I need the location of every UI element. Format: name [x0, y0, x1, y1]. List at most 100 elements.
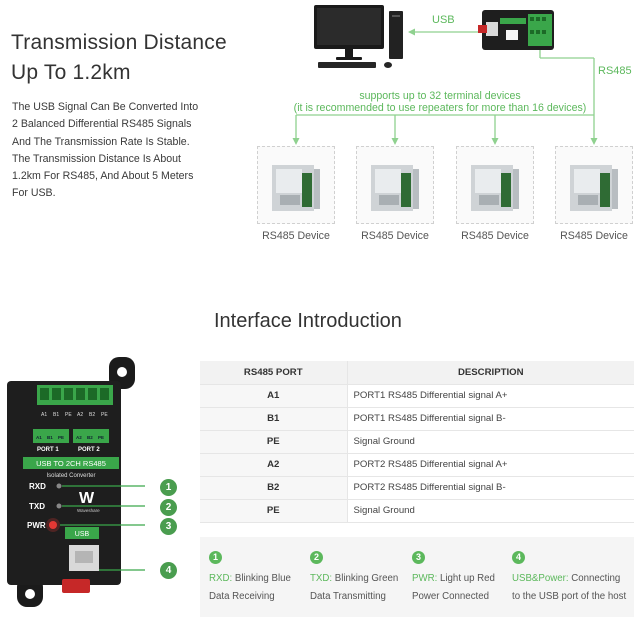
description-line: 1.2km For RS485, And About 5 Meters: [12, 170, 194, 183]
table-row: B1 PORT1 RS485 Differential signal B-: [200, 406, 634, 431]
terminal-label: PE: [65, 412, 72, 418]
legend-text: TXD: Blinking Green Data Transmitting: [310, 570, 415, 605]
legend-item-txd: 2 TXD: Blinking Green Data Transmitting: [310, 551, 415, 605]
legend-number: 1: [209, 551, 222, 564]
rs485-device-label: RS485 Device: [461, 230, 529, 242]
port1-label: PORT 1: [37, 447, 59, 453]
table-cell-description: PORT1 RS485 Differential signal B-: [346, 406, 634, 431]
terminal-label: PE: [101, 412, 108, 418]
port-pin-label: B2: [87, 435, 93, 440]
interface-table: RS485 PORT DESCRIPTION A1 PORT1 RS485 Di…: [200, 361, 634, 523]
terminal-label: B1: [53, 412, 59, 418]
rs485-device-icon: [371, 165, 419, 211]
rs485-device-image: [356, 146, 434, 224]
port2-label: PORT 2: [78, 447, 100, 453]
legend-line: to the USB port of the host: [512, 590, 627, 602]
legend-item-usb-power: 4 USB&Power: Connecting to the USB port …: [512, 551, 630, 605]
rs485-device-image: [555, 146, 633, 224]
rs485-device-icon: [570, 165, 618, 211]
support-note-line: (it is recommended to use repeaters for …: [293, 102, 587, 114]
description-line: 2 Balanced Differential RS485 Signals: [12, 118, 192, 131]
legend-line: Connecting: [571, 573, 621, 584]
legend-line: Power Connected: [412, 590, 490, 602]
main-description: The USB Signal Can Be Converted Into 2 B…: [12, 99, 217, 203]
description-line: The USB Signal Can Be Converted Into: [12, 101, 199, 113]
support-note: supports up to 32 terminal devices (it i…: [240, 90, 640, 114]
converter-board-image: A1 B1 PE A2 B2 PE A1 B1 PE A2 B2 PE PORT…: [7, 357, 145, 607]
legend-line: Light up Red: [440, 573, 495, 584]
callout-marker-1: 1: [160, 479, 177, 496]
legend-number: 4: [512, 551, 525, 564]
legend-key: RXD:: [209, 573, 233, 584]
topology-lines: [292, 28, 598, 145]
usb-port-label: USB: [75, 531, 90, 538]
table-cell-port: B2: [200, 475, 347, 500]
main-title: Transmission Distance Up To 1.2km: [11, 28, 251, 88]
txd-led-icon: [56, 503, 62, 509]
table-cell-description: Signal Ground: [346, 429, 634, 454]
pwr-led-icon: [49, 521, 57, 529]
table-header-description: DESCRIPTION: [346, 361, 634, 385]
table-cell-port: A1: [200, 383, 347, 408]
support-note-line: supports up to 32 terminal devices: [359, 90, 521, 102]
callout-marker-3: 3: [160, 518, 177, 535]
port-pin-label: PE: [58, 435, 64, 440]
rxd-led-icon: [56, 483, 62, 489]
table-cell-description: PORT2 RS485 Differential signal A+: [346, 452, 634, 477]
usb-link-label: USB: [432, 14, 455, 26]
table-cell-description: Signal Ground: [346, 498, 634, 523]
legend-panel: [200, 537, 634, 617]
main-title-line-2: Up To 1.2km: [11, 61, 131, 84]
terminal-label: B2: [89, 412, 95, 418]
board-product-label: USB TO 2CH RS485: [36, 459, 106, 468]
terminal-label: A2: [77, 412, 83, 418]
converter-device-icon: [478, 10, 554, 50]
terminal-label: A1: [41, 412, 47, 418]
legend-number: 2: [310, 551, 323, 564]
led-label-rxd: RXD: [29, 482, 46, 491]
callout-marker-2: 2: [160, 499, 177, 516]
table-row: B2 PORT2 RS485 Differential signal B-: [200, 475, 634, 500]
port-pin-label: B1: [47, 435, 53, 440]
table-row: A1 PORT1 RS485 Differential signal A+: [200, 383, 634, 408]
rs485-device-label: RS485 Device: [560, 230, 628, 242]
legend-text: USB&Power: Connecting to the USB port of…: [512, 570, 630, 605]
rs485-link-label: RS485: [598, 65, 632, 77]
table-cell-description: PORT1 RS485 Differential signal A+: [346, 383, 634, 408]
table-cell-port: B1: [200, 406, 347, 431]
legend-number: 3: [412, 551, 425, 564]
legend-line: Blinking Green: [334, 573, 399, 584]
main-title-line-1: Transmission Distance: [11, 31, 227, 54]
description-line: For USB.: [12, 187, 56, 200]
legend-line: Data Transmitting: [310, 590, 386, 602]
table-cell-port: PE: [200, 498, 347, 523]
table-row: A2 PORT2 RS485 Differential signal A+: [200, 452, 634, 477]
port-pin-label: A1: [36, 435, 42, 440]
legend-text: RXD: Blinking Blue Data Receiving: [209, 570, 314, 605]
table-header-row: RS485 PORT DESCRIPTION: [200, 361, 634, 385]
description-line: And The Transmission Rate Is Stable.: [12, 135, 190, 148]
brand-label: Waveshare: [77, 508, 100, 513]
table-cell-description: PORT2 RS485 Differential signal B-: [346, 475, 634, 500]
legend-key: USB&Power:: [512, 573, 569, 584]
legend-text: PWR: Light up Red Power Connected: [412, 570, 517, 605]
legend-item-rxd: 1 RXD: Blinking Blue Data Receiving: [209, 551, 314, 605]
waveshare-logo-icon: W: [79, 490, 95, 507]
rs485-device-icon: [471, 165, 519, 211]
board-product-sublabel: Isolated Converter: [46, 473, 95, 479]
table-cell-port: PE: [200, 429, 347, 454]
led-label-pwr: PWR: [27, 521, 46, 530]
legend-line: Blinking Blue: [234, 573, 291, 584]
table-header-port: RS485 PORT: [200, 361, 347, 385]
led-label-txd: TXD: [29, 502, 45, 511]
legend-line: Data Receiving: [209, 590, 275, 602]
rs485-device-label: RS485 Device: [262, 230, 330, 242]
section-title: Interface Introduction: [214, 310, 402, 332]
computer-icon: [314, 5, 403, 68]
port-pin-label: PE: [98, 435, 104, 440]
rs485-device-image: [456, 146, 534, 224]
legend-item-pwr: 3 PWR: Light up Red Power Connected: [412, 551, 517, 605]
rs485-device-image: [257, 146, 335, 224]
table-row: PE Signal Ground: [200, 498, 634, 523]
rs485-device-label: RS485 Device: [361, 230, 429, 242]
